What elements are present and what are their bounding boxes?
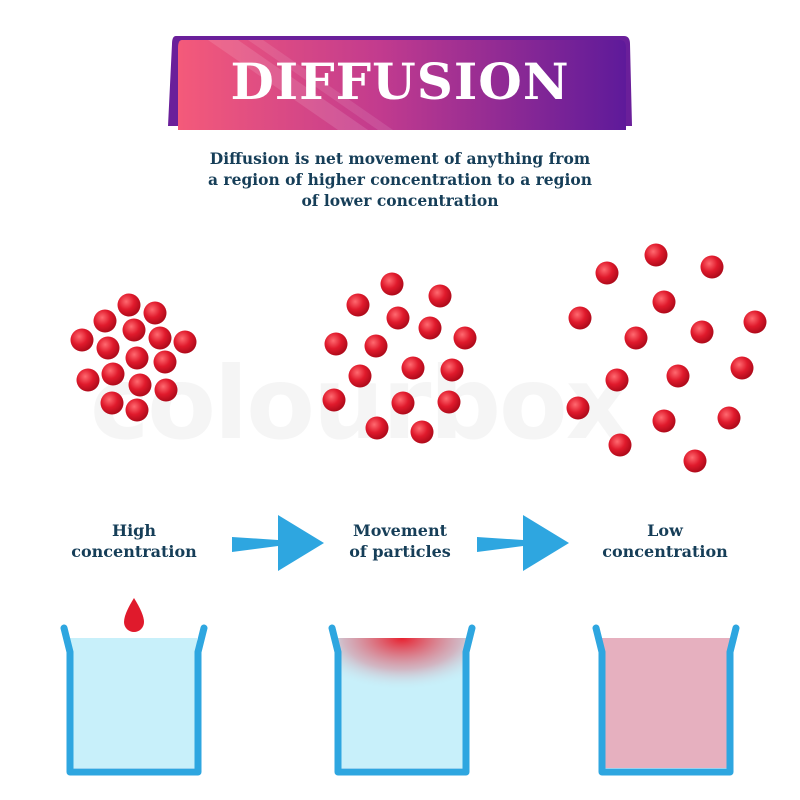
particle [101, 362, 125, 386]
particle [154, 378, 178, 402]
label-line: Low [647, 521, 683, 540]
particle [595, 261, 619, 285]
beaker-low-concentration [592, 624, 740, 776]
particle [365, 416, 389, 440]
label-line: High [111, 521, 156, 540]
particle [96, 336, 120, 360]
label-line: concentration [602, 542, 728, 561]
particle [568, 306, 592, 330]
particle [624, 326, 648, 350]
particle [348, 364, 372, 388]
particle [324, 332, 348, 356]
definition-line: Diffusion is net movement of anything fr… [209, 149, 591, 168]
particle [730, 356, 754, 380]
particle [125, 398, 149, 422]
particle [173, 330, 197, 354]
particle [428, 284, 452, 308]
particle [743, 310, 767, 334]
particle [605, 368, 629, 392]
particle [322, 388, 346, 412]
particle [437, 390, 461, 414]
particle [652, 409, 676, 433]
definition-line: a region of higher concentration to a re… [207, 170, 593, 189]
particle [683, 449, 707, 473]
particle [117, 293, 141, 317]
arrow-right-icon [232, 515, 324, 571]
particles-high [70, 293, 197, 422]
particle [717, 406, 741, 430]
label-low-concentration: Low concentration [575, 520, 755, 562]
label-line: of particles [349, 542, 451, 561]
particle [566, 396, 590, 420]
particle [100, 391, 124, 415]
particle [148, 326, 172, 350]
label-line: concentration [71, 542, 197, 561]
particle [418, 316, 442, 340]
definition-line: of lower concentration [301, 191, 499, 210]
particle [391, 391, 415, 415]
particle [76, 368, 100, 392]
particle [143, 301, 167, 325]
particle [700, 255, 724, 279]
particle [401, 356, 425, 380]
particle [453, 326, 477, 350]
particle [690, 320, 714, 344]
particle [666, 364, 690, 388]
particle [410, 420, 434, 444]
particle [364, 334, 388, 358]
particle [93, 309, 117, 333]
particle [440, 358, 464, 382]
particle [644, 243, 668, 267]
particle [608, 433, 632, 457]
particle [652, 290, 676, 314]
arrow-right-icon [477, 515, 569, 571]
beaker-high-concentration [60, 598, 208, 776]
particle [153, 350, 177, 374]
particle [386, 306, 410, 330]
definition-text: Diffusion is net movement of anything fr… [150, 148, 650, 211]
particles-moving [322, 272, 477, 444]
particle [128, 373, 152, 397]
drop-icon [124, 598, 144, 632]
beaker-movement [328, 624, 476, 776]
particle [380, 272, 404, 296]
particle [346, 293, 370, 317]
label-line: Movement [353, 521, 447, 540]
label-movement: Movement of particles [310, 520, 490, 562]
particle [70, 328, 94, 352]
particle [125, 346, 149, 370]
particle [122, 318, 146, 342]
page-title: DIFFUSION [230, 52, 570, 111]
watermark: colourbox [90, 345, 630, 462]
label-high-concentration: High concentration [44, 520, 224, 562]
particles-low [566, 243, 767, 473]
title-banner [168, 36, 632, 130]
